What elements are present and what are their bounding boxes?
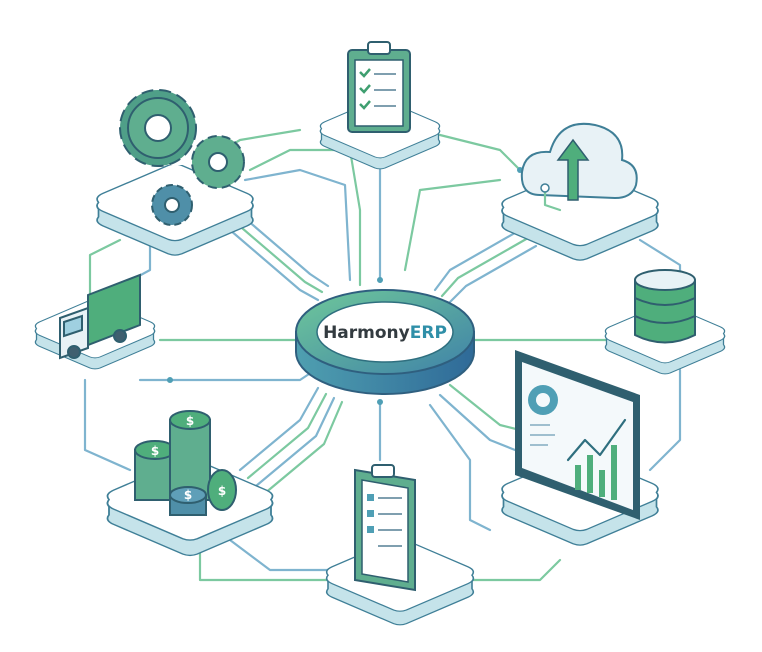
svg-text:$: $: [218, 484, 226, 498]
truck-icon: [59, 273, 141, 360]
svg-text:$: $: [184, 488, 192, 502]
cloud-upload-icon: [520, 122, 638, 212]
harmonyerp-hub[interactable]: HarmonyERP: [295, 289, 475, 395]
gears-icon: [119, 89, 245, 226]
dashboard-monitor-icon: [515, 350, 640, 520]
hub-label: HarmonyERP: [323, 323, 447, 343]
coins-icon: $ $ $ $: [134, 410, 237, 516]
clipboard-checklist-icon: [347, 41, 411, 133]
svg-text:$: $: [151, 444, 159, 458]
svg-text:$: $: [186, 414, 194, 428]
connector-lines: [83, 128, 683, 582]
hub-label-harmony: Harmony: [323, 323, 410, 343]
document-checklist-icon: [354, 464, 416, 592]
hub-label-erp: ERP: [410, 323, 447, 343]
database-icon: [634, 269, 696, 344]
